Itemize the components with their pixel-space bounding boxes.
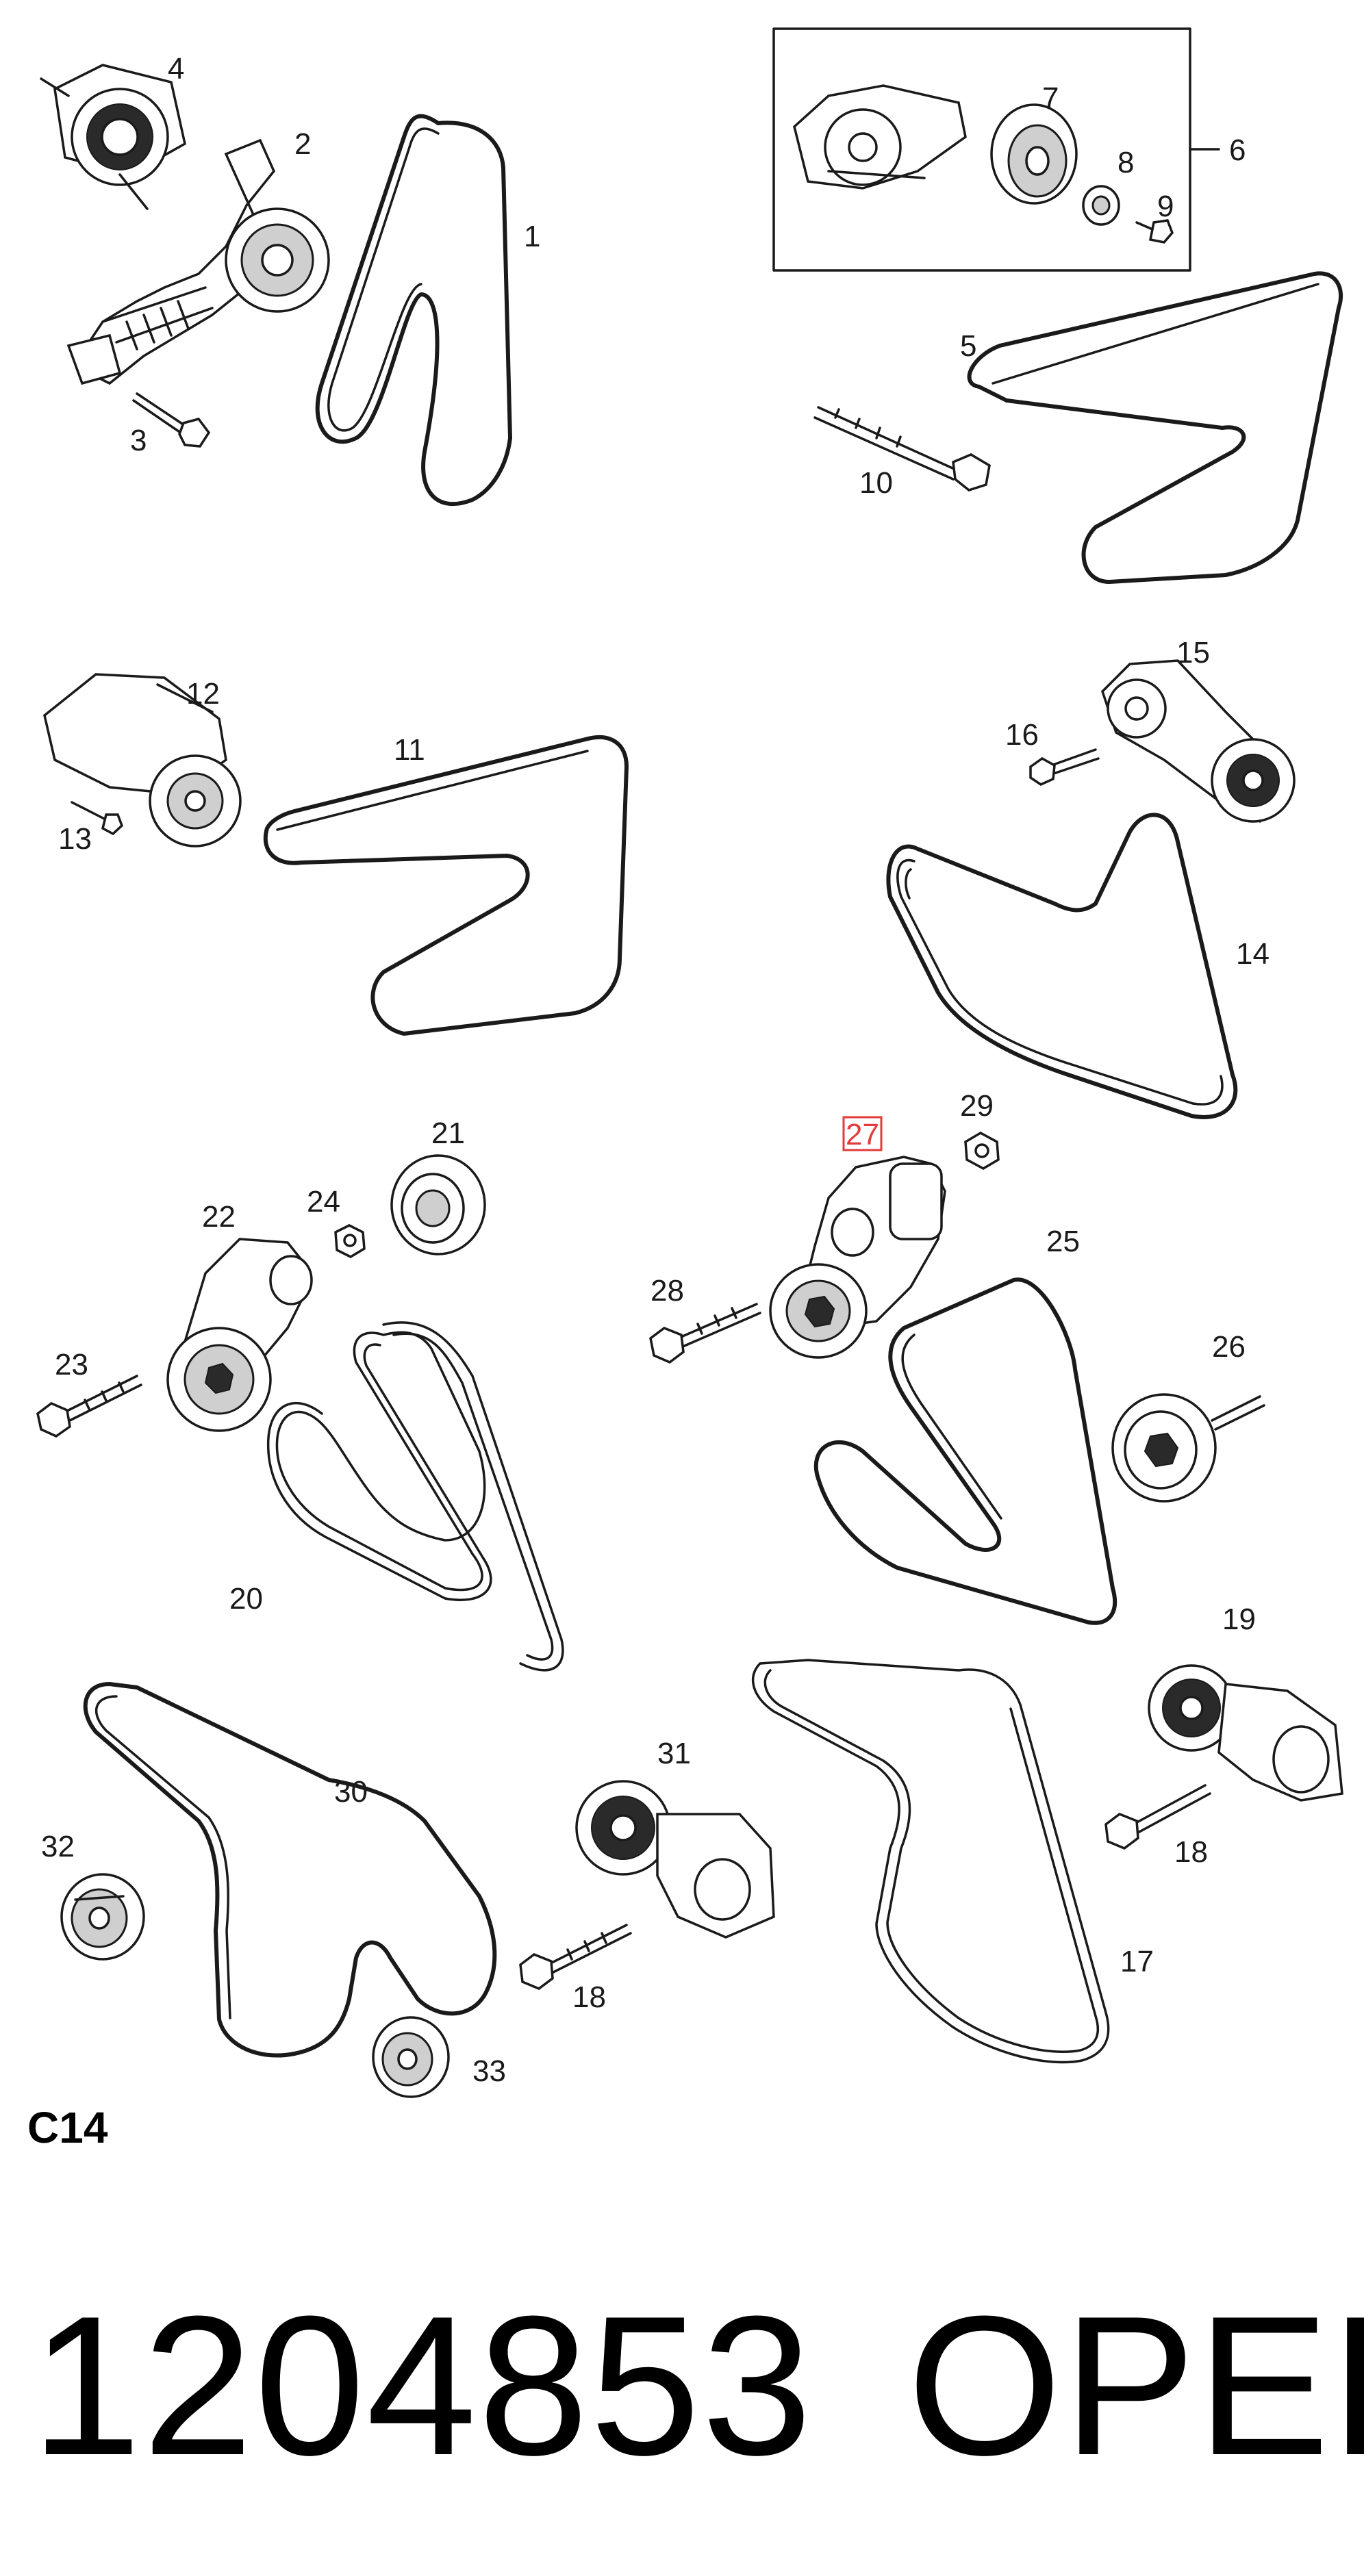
callout-2[interactable]: 2	[294, 127, 311, 161]
bolt-part-9	[1135, 219, 1174, 244]
callout-21[interactable]: 21	[431, 1117, 465, 1150]
tensioner-part-19	[1148, 1664, 1343, 1802]
tensioner-part-27	[769, 1156, 946, 1359]
bolt-part-18-right	[1104, 1784, 1211, 1850]
pulley-part-26	[1111, 1393, 1265, 1503]
tensioner-part-22	[166, 1238, 313, 1432]
callout-24[interactable]: 24	[307, 1185, 340, 1219]
callout-25[interactable]: 25	[1046, 1225, 1080, 1258]
callout-33[interactable]: 33	[472, 2054, 506, 2088]
callout-10[interactable]: 10	[859, 466, 893, 500]
callout-1[interactable]: 1	[524, 220, 540, 253]
callout-5[interactable]: 5	[960, 329, 976, 363]
callout-28[interactable]: 28	[651, 1274, 684, 1308]
bolt-part-13	[71, 801, 124, 836]
belt-part-17	[752, 1659, 1110, 2064]
callout-15[interactable]: 15	[1176, 636, 1210, 669]
callout-13[interactable]: 13	[58, 822, 92, 856]
callout-9[interactable]: 9	[1157, 190, 1174, 223]
callout-32[interactable]: 32	[41, 1830, 75, 1863]
bolt-part-16	[1029, 748, 1100, 786]
callout-29[interactable]: 29	[960, 1089, 994, 1123]
callout-31[interactable]: 31	[657, 1737, 691, 1770]
callout-4[interactable]: 4	[168, 52, 184, 86]
callout-11[interactable]: 11	[394, 733, 425, 767]
callout-22[interactable]: 22	[202, 1200, 236, 1234]
bolt-part-23	[36, 1375, 142, 1438]
section-code: C14	[27, 2103, 108, 2152]
tensioner-part-31	[575, 1780, 775, 1939]
belt-part-5	[967, 271, 1343, 584]
bolt-part-28	[649, 1303, 761, 1364]
callout-23[interactable]: 23	[55, 1348, 88, 1381]
washer-part-8	[1082, 185, 1120, 226]
callout-14[interactable]: 14	[1236, 937, 1270, 971]
belt-part-11	[263, 735, 629, 1036]
callout-18-right[interactable]: 18	[1174, 1835, 1208, 1869]
nut-part-24	[334, 1224, 366, 1258]
callout-6[interactable]: 6	[1229, 133, 1246, 167]
tensioner-part-12	[43, 673, 242, 847]
callout-27-highlight-box	[842, 1116, 883, 1151]
callout-12[interactable]: 12	[186, 677, 220, 711]
callout-26[interactable]: 26	[1212, 1330, 1246, 1364]
callout-3[interactable]: 3	[130, 424, 147, 457]
belt-part-25	[813, 1277, 1117, 1625]
bolt-part-10	[813, 406, 991, 492]
tensioner-pulley-part-4	[40, 64, 186, 210]
belt-part-1	[315, 114, 512, 507]
callout-17[interactable]: 17	[1120, 1945, 1154, 1978]
belt-part-20	[275, 1331, 486, 1592]
bolt-part-3	[132, 392, 211, 448]
pulley-part-33	[372, 2016, 450, 2098]
tensioner-assembly-part-2	[66, 138, 330, 385]
belt-part-30	[83, 1682, 497, 2058]
callout-16[interactable]: 16	[1005, 718, 1039, 752]
tensioner-part-15	[1100, 659, 1296, 824]
pulley-part-7	[990, 103, 1078, 205]
callout-19[interactable]: 19	[1222, 1603, 1256, 1636]
callout-20[interactable]: 20	[229, 1582, 263, 1616]
bolt-part-18-left	[519, 1924, 632, 1990]
nut-part-29	[964, 1131, 1000, 1171]
pulley-part-21	[390, 1154, 486, 1255]
callout-8[interactable]: 8	[1117, 146, 1134, 179]
callout-18-left[interactable]: 18	[572, 1980, 606, 2014]
callout-7[interactable]: 7	[1042, 81, 1059, 115]
tensioner-part-6-kit	[793, 84, 967, 190]
callout-27[interactable]: 27	[846, 1118, 879, 1151]
brand-name: OPEL	[907, 2275, 1364, 2497]
callout-30[interactable]: 30	[334, 1775, 368, 1809]
belt-part-14	[886, 813, 1238, 1119]
pulley-part-32	[60, 1873, 145, 1961]
part-number: 1204853	[31, 2275, 813, 2497]
